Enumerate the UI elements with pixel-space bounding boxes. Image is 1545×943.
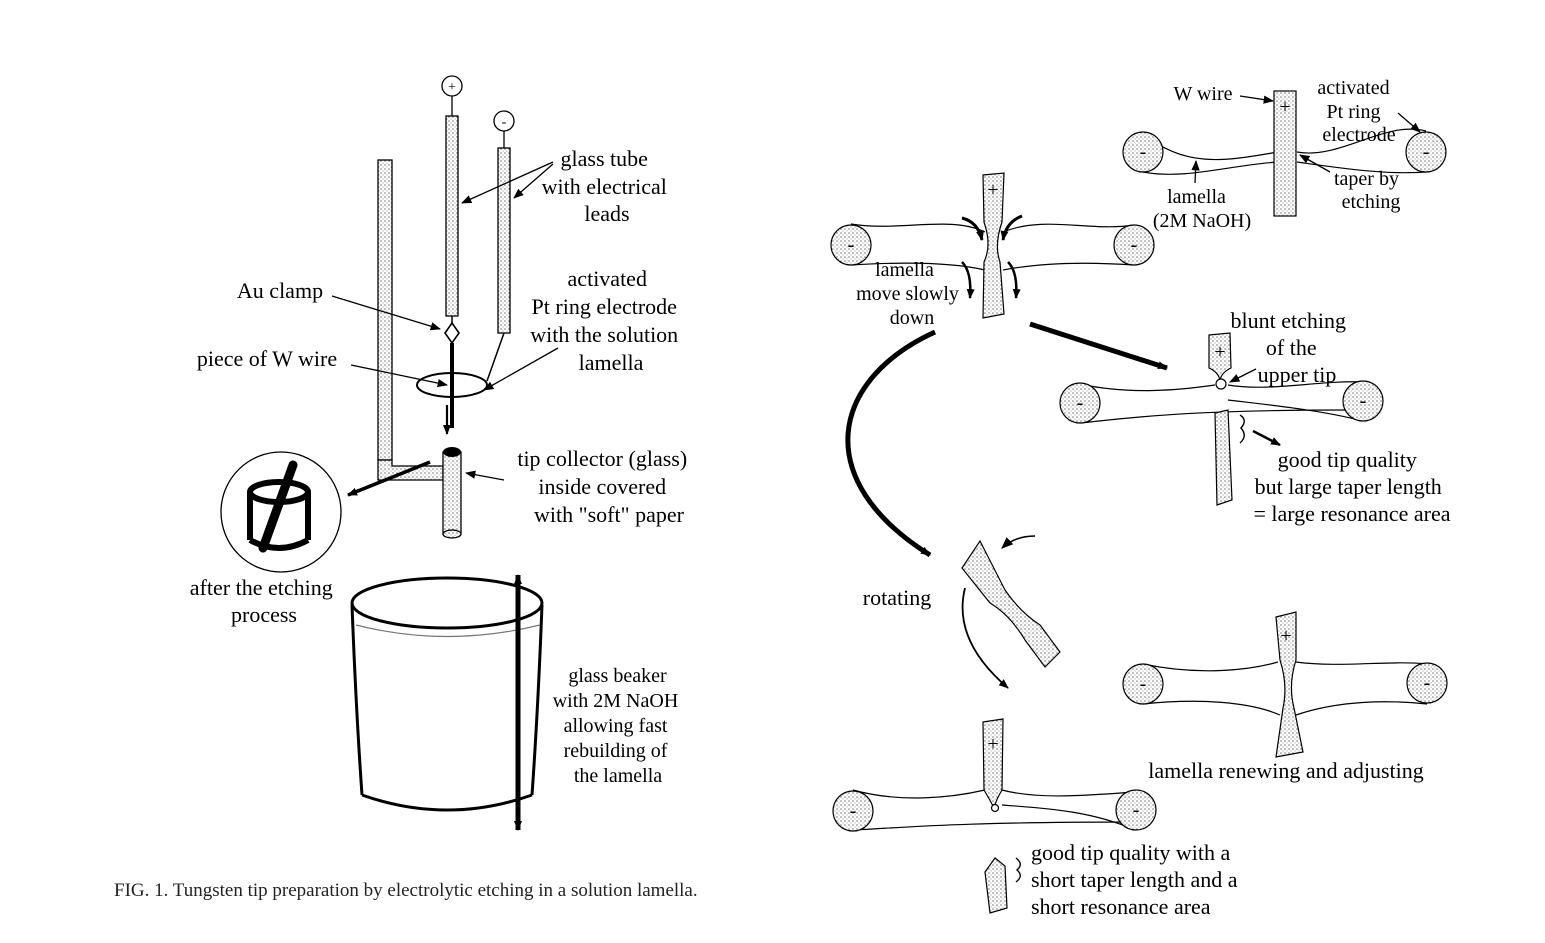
svg-text:-: -: [1423, 141, 1430, 163]
minus-terminal: -: [493, 110, 515, 132]
frame-short-taper: - - +: [832, 718, 1157, 914]
svg-text:+: +: [987, 733, 998, 755]
arrow-to-blunt: [1029, 321, 1168, 371]
good-tip-large-label: good tip quality but large taper length …: [1253, 447, 1450, 526]
frame-lamella-renewing: - - +: [1122, 611, 1448, 758]
pt-ring-label: activated Pt ring electrode with the sol…: [530, 266, 683, 375]
good-tip-short-label: good tip quality with a short taper leng…: [1031, 840, 1243, 919]
after-etching-inset: [220, 451, 342, 573]
arrow-to-rotating: [845, 329, 937, 558]
au-clamp-label: Au clamp: [237, 278, 323, 303]
glass-beaker: [350, 576, 544, 812]
lamella-renewing-label: lamella renewing and adjusting: [1148, 758, 1424, 783]
au-clamp: [444, 321, 460, 345]
svg-text:-: -: [850, 800, 857, 822]
svg-text:-: -: [848, 234, 855, 256]
frame-lamella-moving: - - +: [830, 172, 1155, 319]
lamella-naoh-label: lamella (2M NaOH): [1153, 186, 1251, 232]
svg-text:+: +: [987, 179, 998, 201]
svg-text:-: -: [1360, 390, 1367, 412]
svg-text:+: +: [1214, 341, 1225, 363]
plus-glass-tube: [445, 115, 459, 317]
activated-pt-ring-label: activated Pt ring electrode: [1317, 77, 1395, 146]
svg-text:+: +: [448, 80, 456, 95]
svg-text:-: -: [1131, 234, 1138, 256]
w-wire-label: piece of W wire: [197, 346, 337, 371]
svg-text:-: -: [1133, 799, 1140, 821]
minus-glass-tube: [497, 147, 511, 334]
frame-blunt-etching: - - +: [1059, 332, 1384, 506]
frame-initial-etching: - - +: [1122, 90, 1447, 217]
svg-text:-: -: [1140, 673, 1147, 695]
svg-text:-: -: [1077, 392, 1084, 414]
frame-a-leaders: [1191, 95, 1421, 184]
blunt-etching-label: blunt etching of the upper tip: [1231, 308, 1352, 387]
lamella-move-label: lamella move slowly down: [856, 259, 964, 329]
svg-text:-: -: [1140, 141, 1147, 163]
frame-rotating: [961, 535, 1061, 689]
svg-text:+: +: [1280, 625, 1291, 647]
svg-text:+: +: [1279, 96, 1290, 118]
w-wire-label-right: W wire: [1173, 83, 1232, 105]
after-etching-label: after the etching process: [190, 575, 338, 627]
taper-by-etching-label: taper by etching: [1334, 168, 1404, 213]
rotating-label: rotating: [863, 585, 931, 610]
support-tube: [377, 159, 393, 461]
svg-text:-: -: [502, 115, 507, 130]
svg-text:-: -: [1424, 672, 1431, 694]
glass-beaker-label: glass beaker with 2M NaOH allowing fast …: [553, 665, 684, 787]
tip-collector-label: tip collector (glass) inside covered wit…: [517, 446, 692, 527]
left-apparatus: + -: [220, 75, 544, 831]
glass-tube-label: glass tube with electrical leads: [542, 146, 673, 226]
figure-caption: FIG. 1. Tungsten tip preparation by elec…: [114, 880, 698, 901]
tip-collector: [442, 447, 462, 539]
left-leader-lines: [331, 161, 559, 481]
plus-terminal: +: [441, 75, 463, 97]
